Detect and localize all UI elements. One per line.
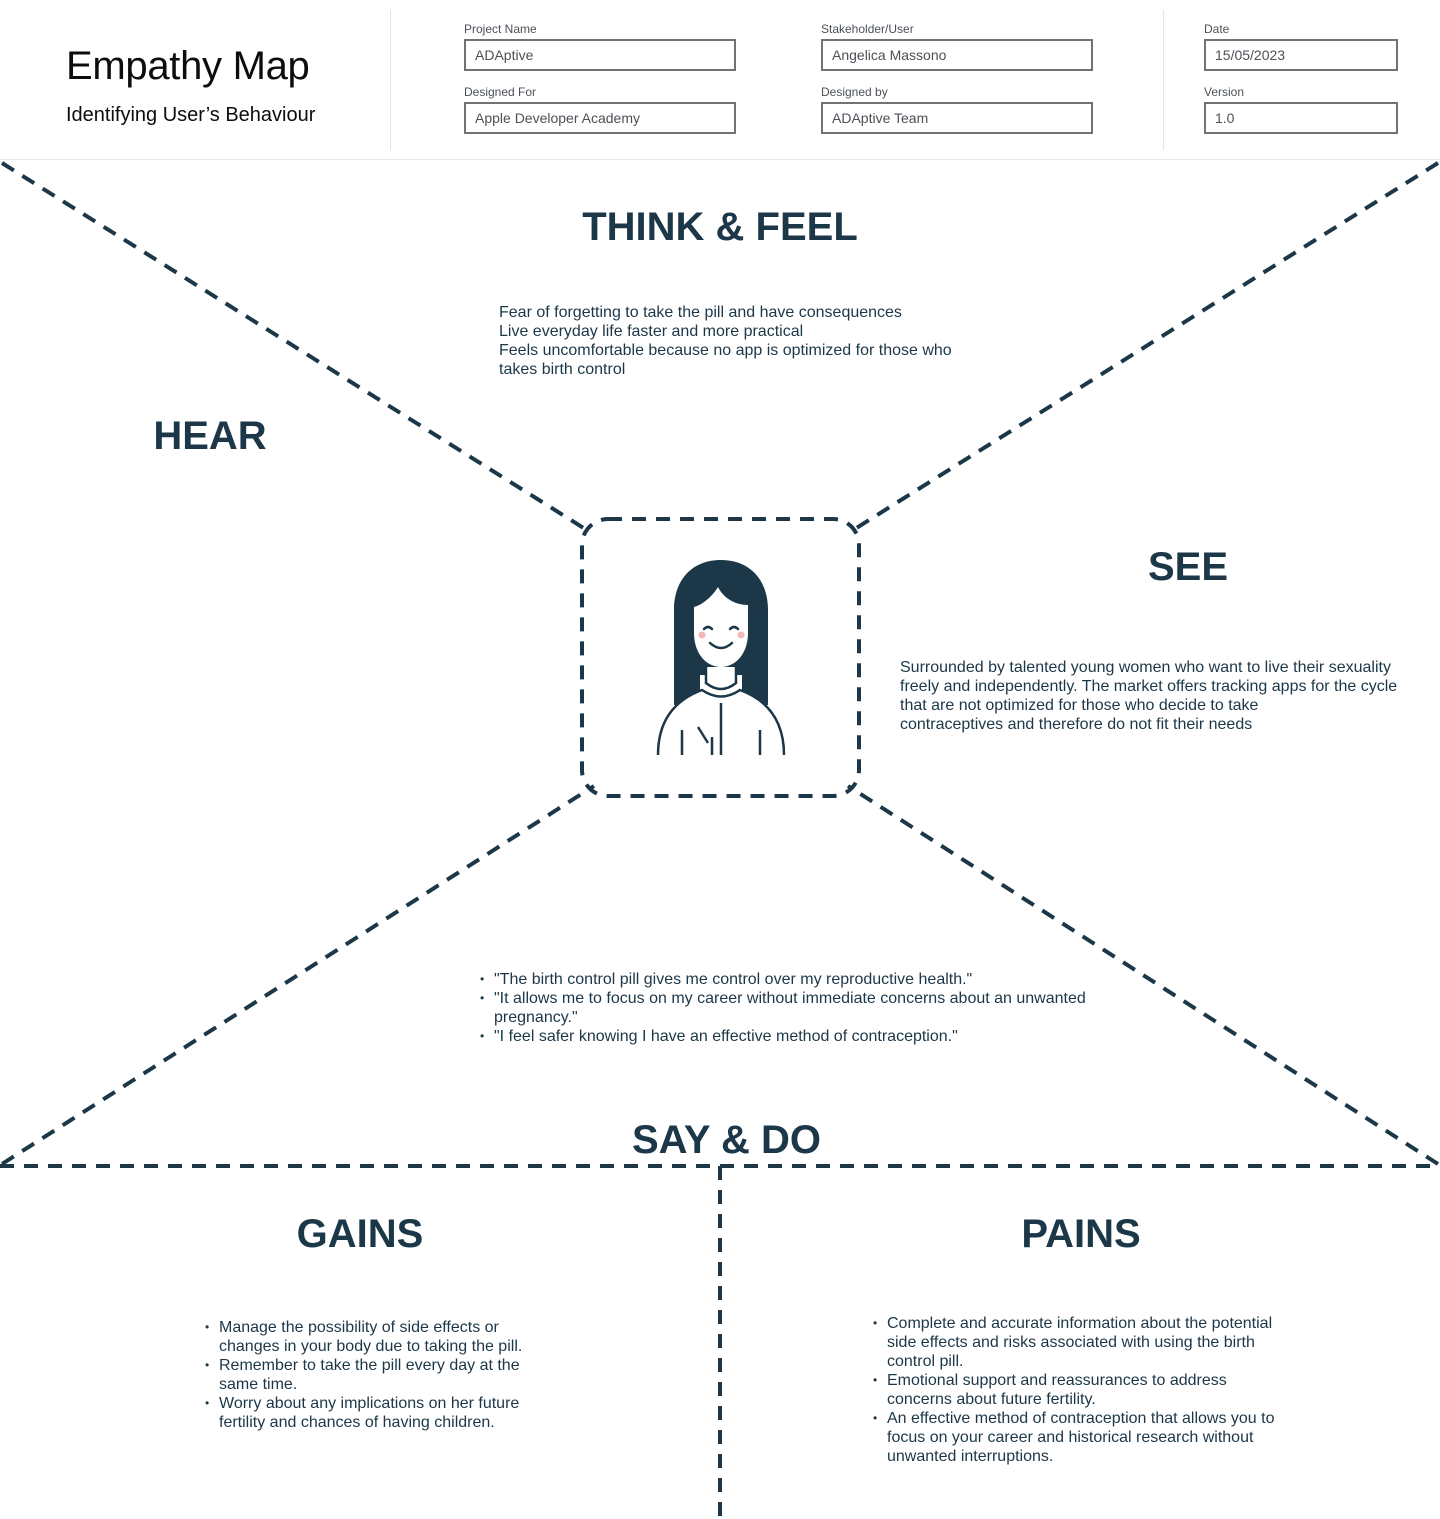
think-feel-text: Fear of forgetting to take the pill and … <box>499 303 952 379</box>
think-feel-line: takes birth control <box>499 361 626 378</box>
list-item: "I feel safer knowing I have an effectiv… <box>480 1027 1105 1046</box>
woman-avatar-icon <box>656 560 786 756</box>
say-do-list: "The birth control pill gives me control… <box>480 970 1105 1046</box>
say-do-title: SAY & DO <box>624 1118 829 1163</box>
list-item: Worry about any implications on her futu… <box>205 1394 535 1432</box>
diagonal-top-right <box>848 161 1440 534</box>
hear-title: HEAR <box>153 414 267 458</box>
list-item: Remember to take the pill every day at t… <box>205 1356 535 1394</box>
stakeholder-label: Stakeholder/User <box>821 22 914 36</box>
list-item: Emotional support and reassurances to ad… <box>873 1371 1283 1409</box>
diagonal-bottom-left <box>0 784 596 1166</box>
think-feel-line: Live everyday life faster and more pract… <box>499 323 804 340</box>
stakeholder-field[interactable]: Angelica Massono <box>821 39 1093 71</box>
list-item: Complete and accurate information about … <box>873 1314 1283 1371</box>
list-item: "It allows me to focus on my career with… <box>480 989 1105 1027</box>
diagonal-top-left <box>0 161 592 534</box>
see-text: Surrounded by talented young women who w… <box>900 658 1397 734</box>
think-feel-line: Feels uncomfortable because no app is op… <box>499 342 952 359</box>
version-label: Version <box>1204 85 1245 99</box>
gains-list: Manage the possibility of side effects o… <box>205 1318 535 1432</box>
see-line: that are not optimized for those who dec… <box>900 697 1259 714</box>
version-field[interactable]: 1.0 <box>1204 102 1398 134</box>
think-feel-title: THINK & FEEL <box>582 205 858 249</box>
header-divider <box>390 10 391 150</box>
diagonal-bottom-right <box>846 784 1440 1166</box>
see-title: SEE <box>1147 545 1229 589</box>
designed-by-field[interactable]: ADAptive Team <box>821 102 1093 134</box>
pains-title: PAINS <box>1021 1212 1141 1256</box>
list-item: An effective method of contraception tha… <box>873 1409 1283 1466</box>
list-item: "The birth control pill gives me control… <box>480 970 1105 989</box>
date-label: Date <box>1204 22 1230 36</box>
think-feel-line: Fear of forgetting to take the pill and … <box>499 304 902 321</box>
pains-list: Complete and accurate information about … <box>873 1314 1283 1466</box>
project-name-label: Project Name <box>464 22 537 36</box>
designed-for-field[interactable]: Apple Developer Academy <box>464 102 736 134</box>
page-subtitle: Identifying User’s Behaviour <box>66 104 316 126</box>
see-line: freely and independently. The market off… <box>900 678 1398 695</box>
gains-title: GAINS <box>296 1212 424 1256</box>
designed-for-label: Designed For <box>464 85 537 99</box>
see-line: contraceptives and therefore do not fit … <box>900 716 1253 733</box>
header: Empathy Map Identifying User’s Behaviour… <box>0 0 1440 160</box>
date-field[interactable]: 15/05/2023 <box>1204 39 1398 71</box>
see-line: Surrounded by talented young women who w… <box>900 659 1391 676</box>
list-item: Manage the possibility of side effects o… <box>205 1318 535 1356</box>
page-title: Empathy Map <box>66 44 310 88</box>
project-name-field[interactable]: ADAptive <box>464 39 736 71</box>
designed-by-label: Designed by <box>821 85 888 99</box>
header-divider <box>1163 10 1164 150</box>
